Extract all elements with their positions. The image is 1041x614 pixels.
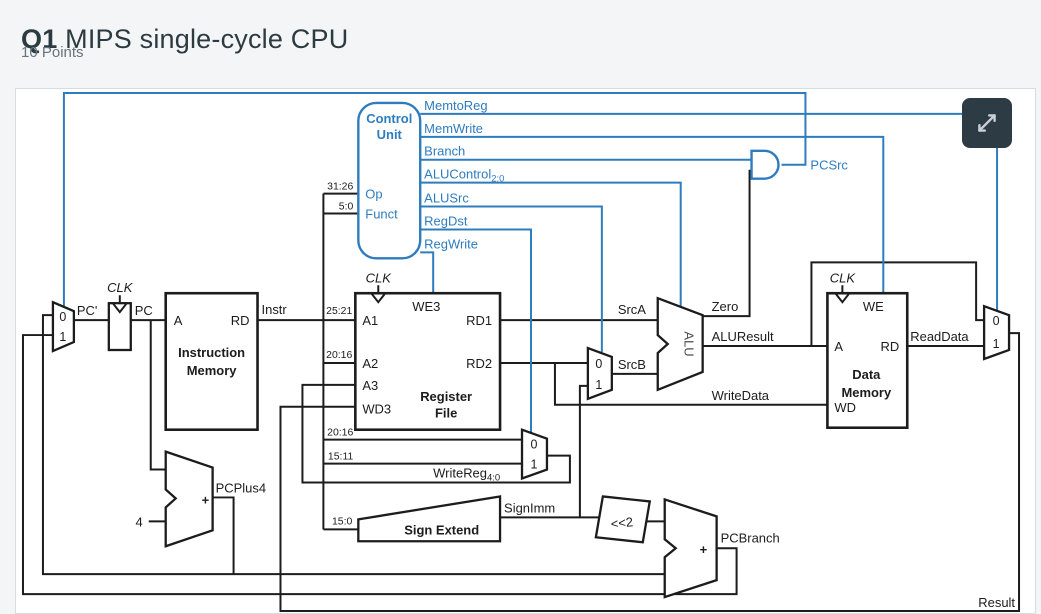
result-mux <box>982 304 1011 361</box>
memwrite-label: MemWrite <box>424 121 483 136</box>
bits-rs: 25:21 <box>326 306 352 317</box>
pcbranch-adder <box>663 497 718 599</box>
expand-diagram-button[interactable] <box>962 98 1012 148</box>
dmem-name-2: Memory <box>841 385 892 400</box>
rf-port-wd3: WD3 <box>362 402 391 417</box>
control-unit-name-2: Unit <box>377 127 403 142</box>
rf-port-a2: A2 <box>362 356 378 371</box>
writereg-mux-1: 1 <box>531 458 538 472</box>
question-points: 10 Points <box>21 44 84 61</box>
pcsrc-and-gate <box>750 149 780 180</box>
bits-rd: 15:11 <box>328 452 354 463</box>
srcb-mux <box>586 346 613 401</box>
control-unit-block <box>357 101 422 260</box>
sign-extend-name: Sign Extend <box>404 522 479 537</box>
rf-port-rd2: RD2 <box>466 356 492 371</box>
register-file-block <box>354 291 502 431</box>
rf-name-2: File <box>435 406 457 421</box>
instruction-memory-block <box>164 291 259 431</box>
shift-left-2-block <box>594 495 652 544</box>
control-unit-name-1: Control <box>366 111 412 126</box>
sign-extend-block <box>357 495 502 543</box>
alucontrol-label: ALUControl2:0 <box>424 167 504 185</box>
alusrc-label: ALUSrc <box>424 191 469 206</box>
aluresult-label: ALUResult <box>712 329 774 344</box>
data-memory-block <box>826 291 909 430</box>
dmem-port-a: A <box>834 339 843 354</box>
shift-left-2-name: <<2 <box>610 514 634 531</box>
bits-imm: 15:0 <box>332 516 353 527</box>
rf-port-rd1: RD1 <box>466 313 492 328</box>
dmem-port-rd: RD <box>881 339 900 354</box>
pc-label: PC <box>135 303 153 318</box>
imem-name-1: Instruction <box>178 345 245 360</box>
pc-mux-1: 1 <box>59 330 66 344</box>
readdata-label: ReadData <box>910 329 969 344</box>
question-title-text: MIPS single-cycle CPU <box>65 24 349 55</box>
control-port-op: Op <box>365 187 382 202</box>
srcb-mux-1: 1 <box>595 378 602 392</box>
writereg-mux <box>520 428 549 481</box>
diagram-panel: CLK CLK CLK 0 1 PC' PC Instr A RD Instru… <box>15 88 1036 614</box>
instr-label: Instr <box>262 302 288 317</box>
bits-rt2: 20:16 <box>327 428 353 439</box>
datapath-wires <box>21 169 1021 613</box>
register-file-clk-label: CLK <box>366 270 393 285</box>
imem-port-a: A <box>174 313 183 328</box>
srcb-label: SrcB <box>618 357 646 372</box>
result-label: Result <box>978 595 1015 610</box>
control-port-funct: Funct <box>365 207 398 222</box>
pc-mux <box>51 300 76 353</box>
pc-prime-label: PC' <box>77 303 97 318</box>
rf-port-we3: WE3 <box>412 299 440 314</box>
pc-clk-label: CLK <box>107 280 134 295</box>
pcplus4-label: PCPlus4 <box>216 480 266 495</box>
data-memory-clk-label: CLK <box>830 270 857 285</box>
imem-port-rd: RD <box>231 313 250 328</box>
srca-label: SrcA <box>618 302 646 317</box>
result-mux-1: 1 <box>993 337 1000 351</box>
writedata-label: WriteData <box>712 388 770 403</box>
dmem-port-we: WE <box>863 299 884 314</box>
pcplus4-adder-plus: + <box>202 492 210 507</box>
regdst-label: RegDst <box>424 213 468 228</box>
signimm-label: SignImm <box>504 500 555 515</box>
expand-diagonal-icon <box>978 114 996 132</box>
writereg-mux-0: 0 <box>531 438 538 452</box>
zero-label: Zero <box>712 299 739 314</box>
result-mux-0: 0 <box>993 314 1000 328</box>
memtoreg-label: MemtoReg <box>424 98 487 113</box>
cpu-datapath-diagram: CLK CLK CLK 0 1 PC' PC Instr A RD Instru… <box>21 91 1021 613</box>
pc-register <box>107 302 132 352</box>
pc-mux-0: 0 <box>59 310 66 324</box>
dmem-port-wd: WD <box>834 400 856 415</box>
rf-port-a1: A1 <box>362 313 378 328</box>
rf-name-1: Register <box>420 389 472 404</box>
bits-op: 31:26 <box>327 182 353 193</box>
bits-rt: 20:16 <box>326 350 352 361</box>
branch-label: Branch <box>424 144 465 159</box>
data-memory-clock-wedge <box>834 292 851 304</box>
srcb-mux-0: 0 <box>595 357 602 371</box>
pc-register-clock-wedge <box>112 302 128 314</box>
alu-shape <box>656 296 704 392</box>
regwrite-label: RegWrite <box>424 236 478 251</box>
dmem-name-1: Data <box>852 367 881 382</box>
pcbranch-adder-plus: + <box>700 542 708 557</box>
question-title: Q1 MIPS single-cycle CPU <box>21 24 348 55</box>
pcsrc-label: PCSrc <box>810 158 848 173</box>
constant-4-label: 4 <box>136 514 143 529</box>
imem-name-2: Memory <box>187 363 238 378</box>
bits-funct: 5:0 <box>339 202 354 213</box>
writereg-label: WriteReg4:0 <box>433 466 500 484</box>
pcplus4-adder <box>164 450 214 548</box>
rf-port-a3: A3 <box>362 378 378 393</box>
alu-name: ALU <box>682 331 697 356</box>
question-number: Q1 <box>21 24 58 55</box>
register-file-clock-wedge <box>370 292 387 304</box>
pcbranch-label: PCBranch <box>721 530 780 545</box>
